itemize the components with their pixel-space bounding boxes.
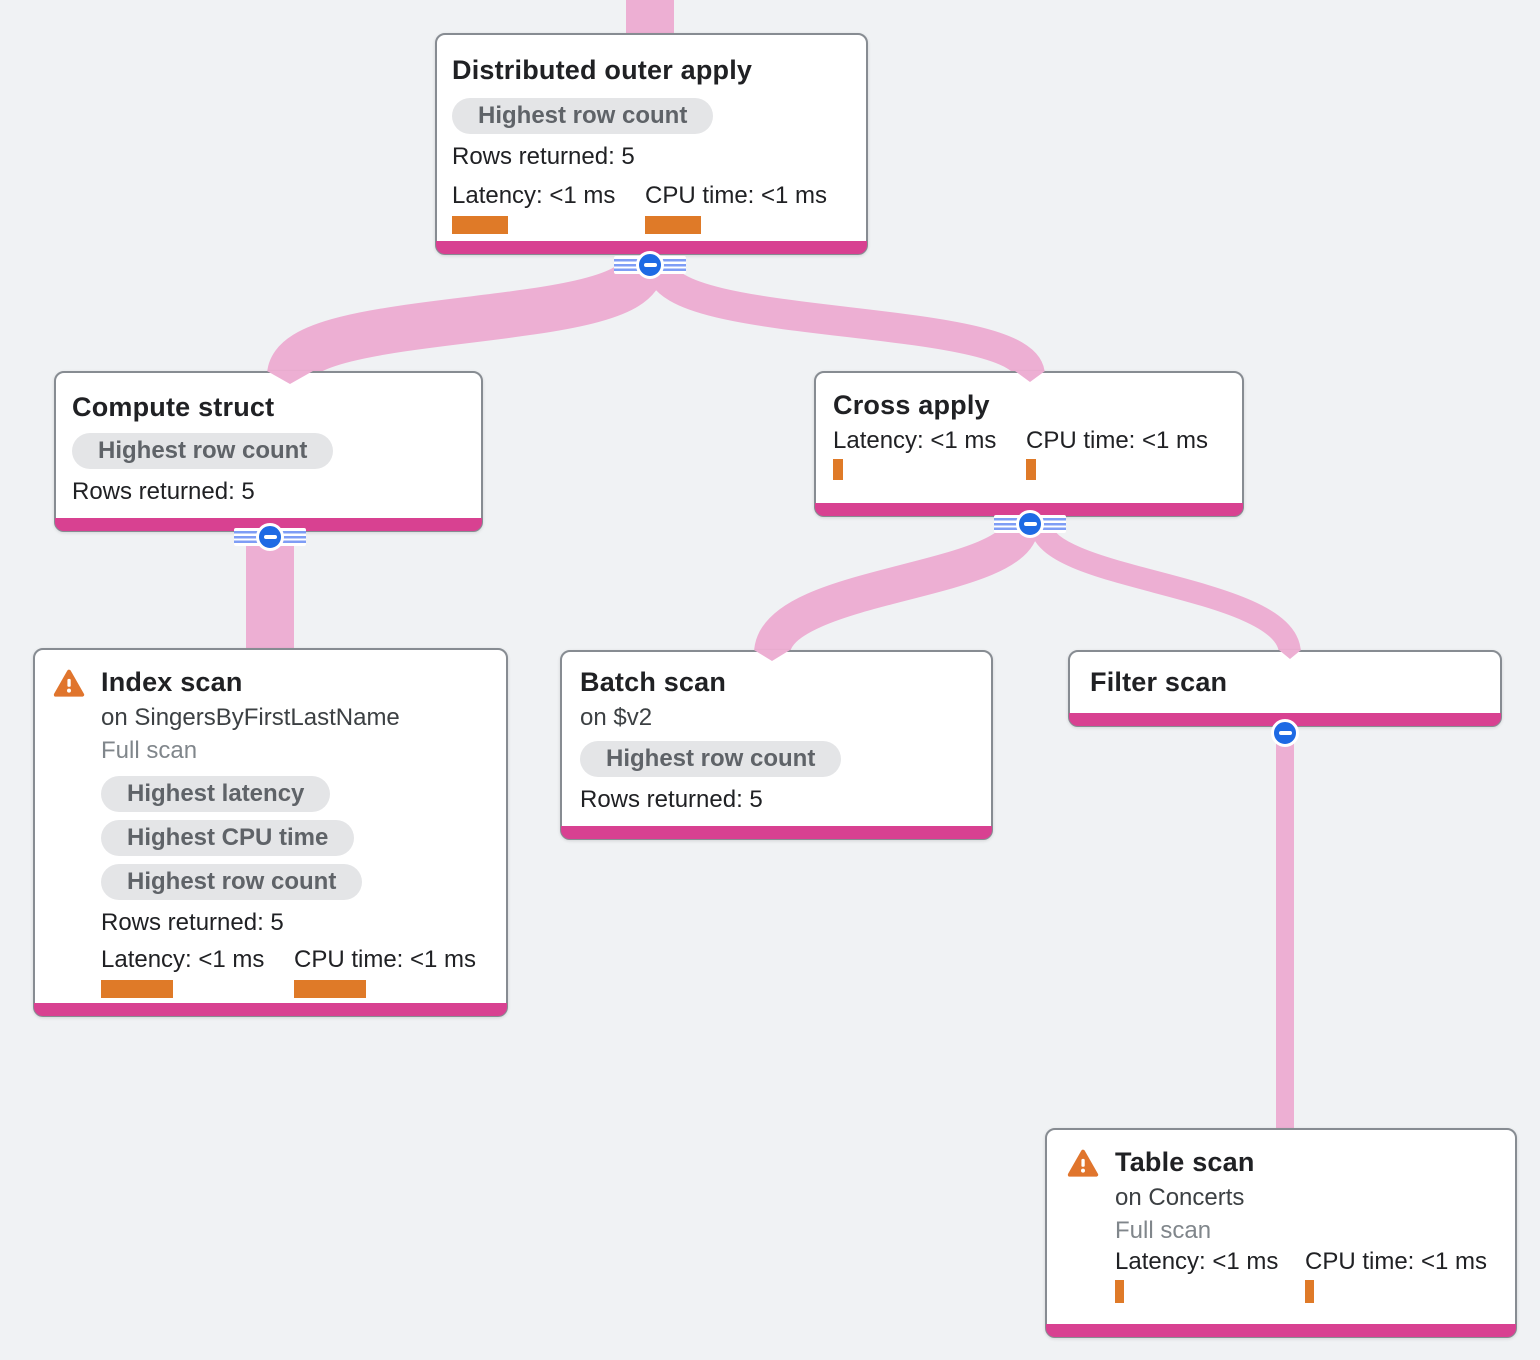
node-title: Index scan	[101, 667, 243, 697]
link-compute-to-index	[246, 536, 294, 652]
scan-type-label: Full scan	[101, 737, 198, 764]
cpu-time-bar	[1026, 459, 1036, 480]
node-title: Batch scan	[580, 667, 727, 697]
node-subtitle: on Concerts	[1115, 1184, 1245, 1211]
badge-highest-row-count: Highest row count	[101, 864, 363, 900]
node-card-batch-scan[interactable]: Batch scan on $v2 Highest row count Rows…	[560, 650, 993, 840]
link-distributed-to-cross	[646, 262, 1045, 380]
cpu-time-label: CPU time: <1 ms	[645, 182, 828, 209]
node-title: Table scan	[1115, 1147, 1255, 1177]
link-arrow-notch	[1279, 650, 1301, 659]
latency-label: Latency: <1 ms	[1115, 1248, 1279, 1275]
collapse-minus-icon	[636, 251, 664, 279]
badge-highest-latency: Highest latency	[101, 776, 331, 812]
node-card-distributed-outer-apply[interactable]: Distributed outer apply Highest row coun…	[435, 33, 868, 255]
rows-returned: Rows returned: 5	[580, 786, 763, 813]
link-parent-to-distributed	[626, 0, 674, 38]
latency-bar	[1115, 1280, 1124, 1303]
warning-icon	[53, 669, 85, 697]
cpu-time-bar	[645, 216, 701, 234]
cpu-time-label: CPU time: <1 ms	[1026, 427, 1209, 454]
collapse-minus-icon	[1271, 719, 1299, 747]
link-cross-to-filter	[1030, 521, 1301, 656]
badge-highest-cpu-time: Highest CPU time	[101, 820, 355, 856]
rows-returned: Rows returned: 5	[452, 143, 635, 170]
node-accent-bar	[436, 241, 867, 254]
node-accent-bar	[561, 826, 992, 839]
latency-label: Latency: <1 ms	[833, 427, 997, 454]
node-accent-bar	[815, 503, 1243, 516]
node-card-filter-scan[interactable]: Filter scan	[1068, 650, 1502, 727]
node-accent-bar	[1046, 1324, 1516, 1337]
node-title: Compute struct	[72, 392, 275, 422]
latency-bar	[452, 216, 508, 234]
node-card-compute-struct[interactable]: Compute struct Highest row count Rows re…	[54, 371, 483, 532]
node-subtitle: on $v2	[580, 704, 653, 731]
cpu-time-label: CPU time: <1 ms	[1305, 1248, 1488, 1275]
latency-label: Latency: <1 ms	[101, 946, 265, 973]
node-card-table-scan[interactable]: Table scan on Concerts Full scan Latency…	[1045, 1128, 1517, 1338]
link-arrow-notch	[754, 650, 790, 661]
cpu-time-bar	[1305, 1280, 1314, 1303]
link-arrow-notch	[1015, 371, 1045, 382]
node-title: Cross apply	[833, 390, 990, 420]
latency-bar	[833, 459, 843, 480]
badge-highest-row-count: Highest row count	[72, 433, 334, 469]
badge-highest-row-count: Highest row count	[452, 98, 714, 134]
latency-bar	[101, 980, 173, 998]
cpu-time-bar	[294, 980, 366, 998]
node-title: Filter scan	[1090, 667, 1228, 697]
node-subtitle: on SingersByFirstLastName	[101, 704, 400, 731]
warning-icon	[1067, 1149, 1099, 1177]
cpu-time-label: CPU time: <1 ms	[294, 946, 477, 973]
collapse-minus-icon	[1016, 510, 1044, 538]
link-filter-to-table	[1276, 731, 1294, 1131]
collapse-minus-icon	[256, 523, 284, 551]
rows-returned: Rows returned: 5	[72, 478, 255, 505]
link-distributed-to-compute	[267, 260, 664, 382]
latency-label: Latency: <1 ms	[452, 182, 616, 209]
node-title: Distributed outer apply	[452, 55, 753, 85]
link-cross-to-batch	[754, 520, 1039, 657]
node-card-index-scan[interactable]: Index scan on SingersByFirstLastName Ful…	[33, 648, 508, 1017]
badge-highest-row-count: Highest row count	[580, 741, 842, 777]
node-accent-bar	[34, 1003, 507, 1016]
link-arrow-notch	[267, 371, 313, 384]
scan-type-label: Full scan	[1115, 1217, 1212, 1244]
rows-returned: Rows returned: 5	[101, 909, 284, 936]
